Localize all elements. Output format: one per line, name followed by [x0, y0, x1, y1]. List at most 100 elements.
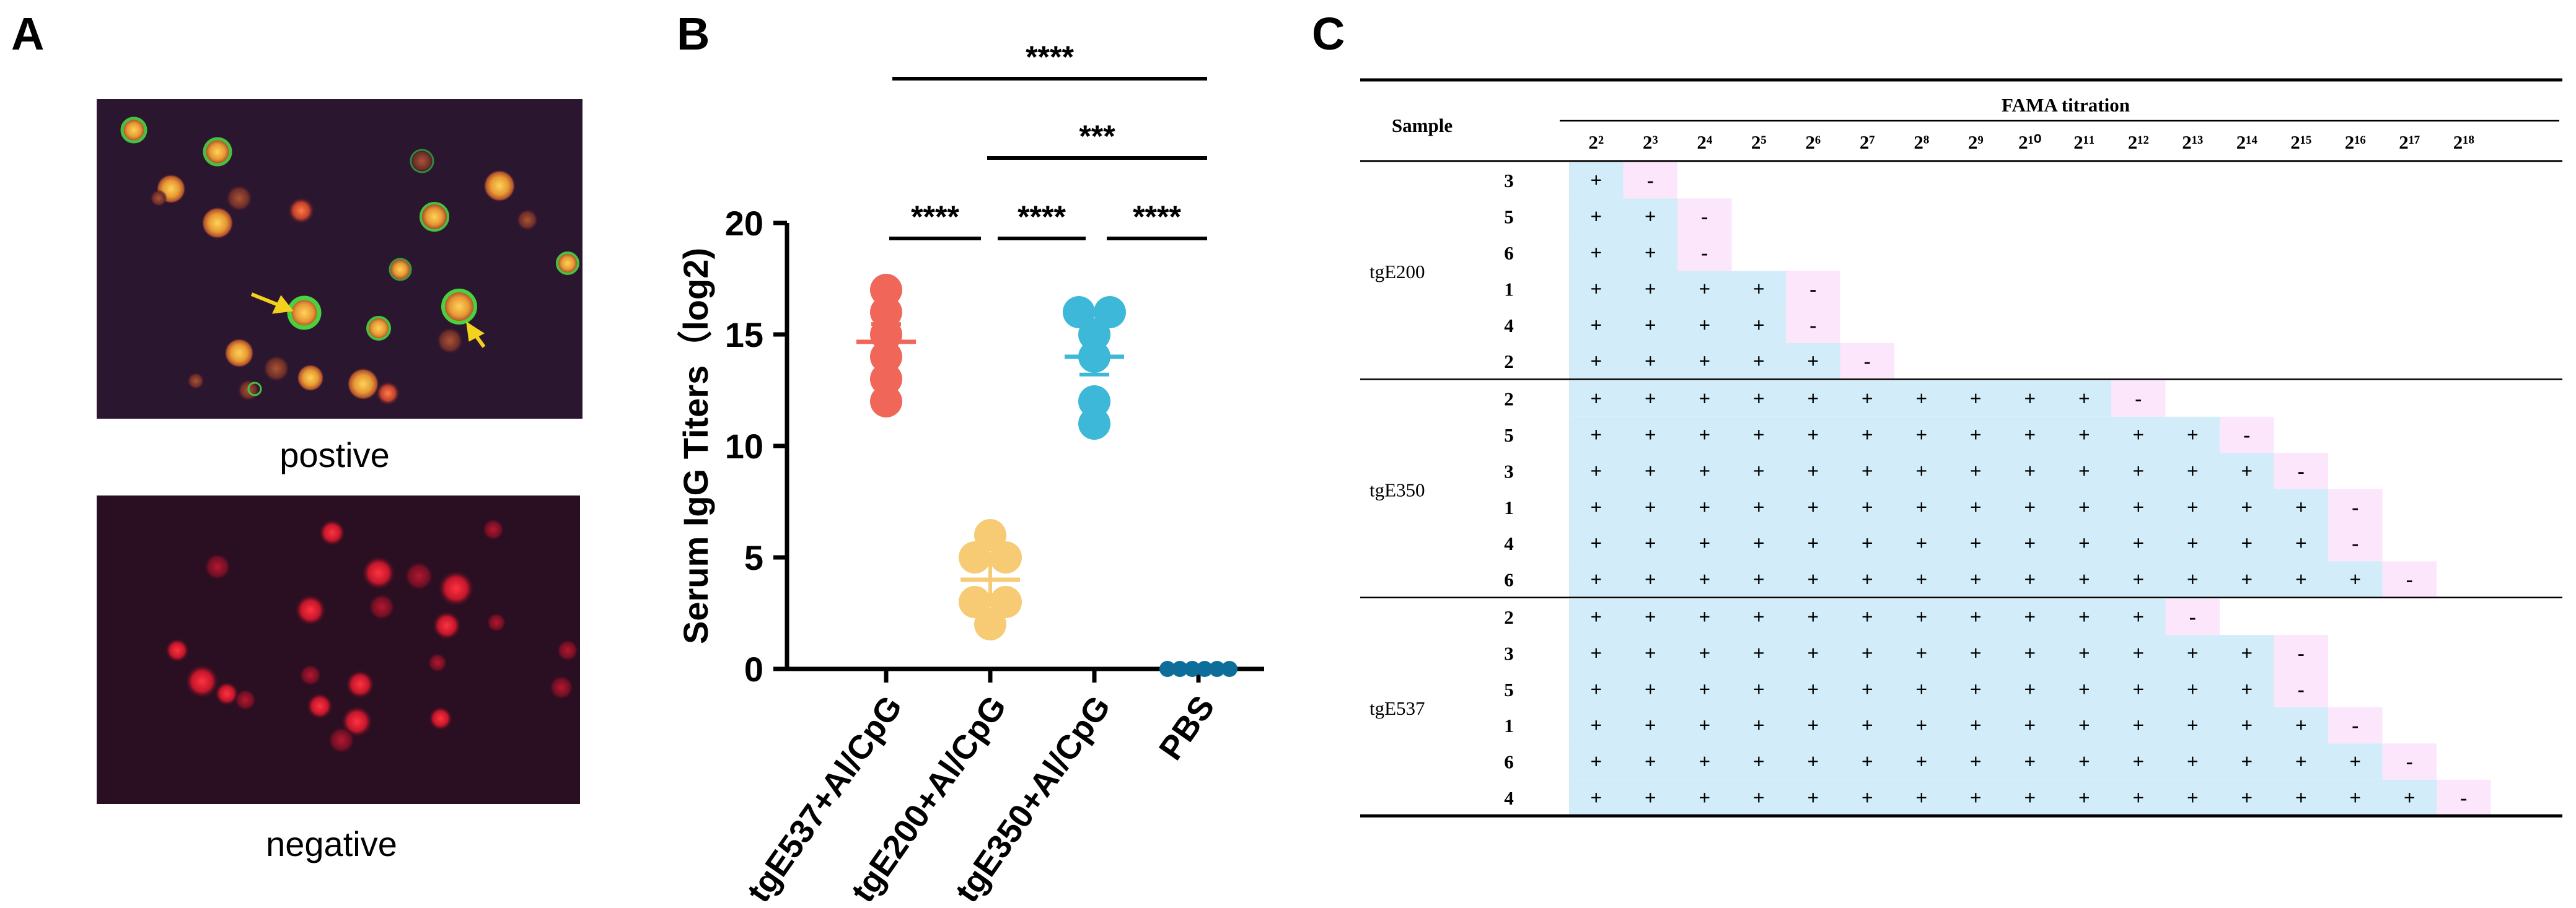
positive-mark: +	[2295, 497, 2307, 519]
positive-mark: +	[1807, 642, 1819, 665]
negative-cell	[2274, 671, 2328, 707]
positive-cell	[1786, 343, 1840, 380]
positive-mark: +	[1753, 751, 1765, 774]
positive-cell	[1677, 707, 1732, 744]
positive-cell	[1623, 561, 1677, 598]
positive-mark: +	[1970, 751, 1982, 774]
positive-cell	[1840, 779, 1894, 816]
y-axis-label: Serum IgG Titers（log2)	[676, 248, 715, 644]
positive-mark: +	[2024, 751, 2036, 774]
dilution-header: 2¹⁸	[2453, 131, 2474, 153]
positive-cell	[1840, 635, 1894, 671]
group-label: tgE350	[1369, 479, 1425, 501]
negative-cell	[1786, 271, 1840, 307]
positive-cell	[1894, 380, 1949, 417]
positive-cell	[2111, 779, 2166, 816]
positive-cell	[2274, 561, 2328, 598]
positive-cell	[2165, 561, 2220, 598]
sample-id: 1	[1504, 497, 1514, 518]
positive-cell	[1948, 707, 2003, 744]
data-point	[1221, 661, 1237, 677]
positive-mark: +	[2132, 606, 2144, 629]
negative-cell	[2220, 416, 2274, 453]
positive-cell	[1569, 162, 1624, 199]
positive-cell	[1731, 525, 1786, 562]
positive-mark: +	[1970, 606, 1982, 629]
dilution-header: 2¹²	[2128, 131, 2149, 153]
positive-mark: +	[1915, 606, 1927, 629]
positive-mark: +	[1862, 679, 1873, 701]
positive-mark: +	[2241, 715, 2253, 737]
positive-mark: +	[1970, 715, 1982, 737]
dilution-header: 2⁴	[1697, 131, 1712, 153]
positive-cell	[1569, 707, 1624, 744]
positive-mark: +	[1862, 751, 1873, 774]
positive-cell	[2057, 707, 2111, 744]
positive-mark: +	[1590, 787, 1602, 810]
sample-id: 2	[1504, 606, 1514, 628]
positive-cell	[1623, 234, 1677, 271]
positive-mark: +	[1753, 569, 1765, 592]
positive-cell	[2111, 598, 2166, 635]
dilution-header: 2³	[1643, 131, 1658, 153]
x-tick-label: PBS	[1152, 689, 1222, 766]
positive-mark: +	[1915, 642, 1927, 665]
dilution-header: 2⁹	[1968, 131, 1984, 153]
positive-cell	[2165, 416, 2220, 453]
y-tick-label: 5	[744, 538, 763, 577]
positive-mark: +	[1862, 715, 1873, 737]
positive-cell	[1840, 598, 1894, 635]
sample-id: 4	[1504, 315, 1514, 336]
positive-mark: +	[2241, 642, 2253, 665]
significance-label: ****	[1133, 199, 1181, 234]
positive-mark: +	[1699, 679, 1710, 701]
positive-mark: +	[1753, 642, 1765, 665]
sample-id: 6	[1504, 569, 1514, 591]
positive-cell	[2111, 671, 2166, 707]
positive-cell	[1623, 416, 1677, 453]
positive-mark: +	[2078, 424, 2090, 447]
positive-cell	[2165, 635, 2220, 671]
positive-mark: +	[2024, 787, 2036, 810]
negative-cell	[2274, 635, 2328, 671]
positive-mark: +	[2078, 569, 2090, 592]
positive-cell	[2111, 561, 2166, 598]
positive-cell	[2111, 453, 2166, 489]
positive-mark: +	[2132, 715, 2144, 737]
data-point	[870, 296, 902, 328]
positive-mark: +	[2078, 787, 2090, 810]
positive-mark: +	[2132, 569, 2144, 592]
positive-cell	[1569, 453, 1624, 489]
positive-cell	[2003, 561, 2057, 598]
sample-id: 5	[1504, 679, 1514, 701]
positive-cell	[1569, 561, 1624, 598]
positive-cell	[2274, 779, 2328, 816]
data-point	[974, 608, 1006, 640]
positive-mark: +	[1645, 787, 1656, 810]
positive-cell	[2328, 779, 2383, 816]
positive-mark: +	[1645, 206, 1656, 229]
positive-cell	[2220, 453, 2274, 489]
positive-mark: +	[1753, 787, 1765, 810]
negative-mark: -	[2352, 533, 2358, 555]
positive-cell	[2057, 453, 2111, 489]
negative-cell	[2111, 380, 2166, 417]
positive-mark: +	[1753, 278, 1765, 300]
positive-cell	[1840, 561, 1894, 598]
positive-cell	[1677, 671, 1732, 707]
positive-cell	[1948, 380, 2003, 417]
positive-cell	[1948, 561, 2003, 598]
positive-cell	[1569, 198, 1624, 235]
data-point	[870, 363, 902, 395]
positive-mark: +	[2295, 715, 2307, 737]
positive-cell	[2003, 525, 2057, 562]
negative-mark: -	[1701, 242, 1708, 264]
positive-mark: +	[1590, 170, 1602, 192]
positive-mark: +	[1590, 679, 1602, 701]
positive-cell	[1677, 416, 1732, 453]
positive-mark: +	[1753, 497, 1765, 519]
negative-mark: -	[2298, 460, 2305, 482]
positive-cell	[1677, 635, 1732, 671]
significance-label: ****	[1026, 40, 1074, 74]
